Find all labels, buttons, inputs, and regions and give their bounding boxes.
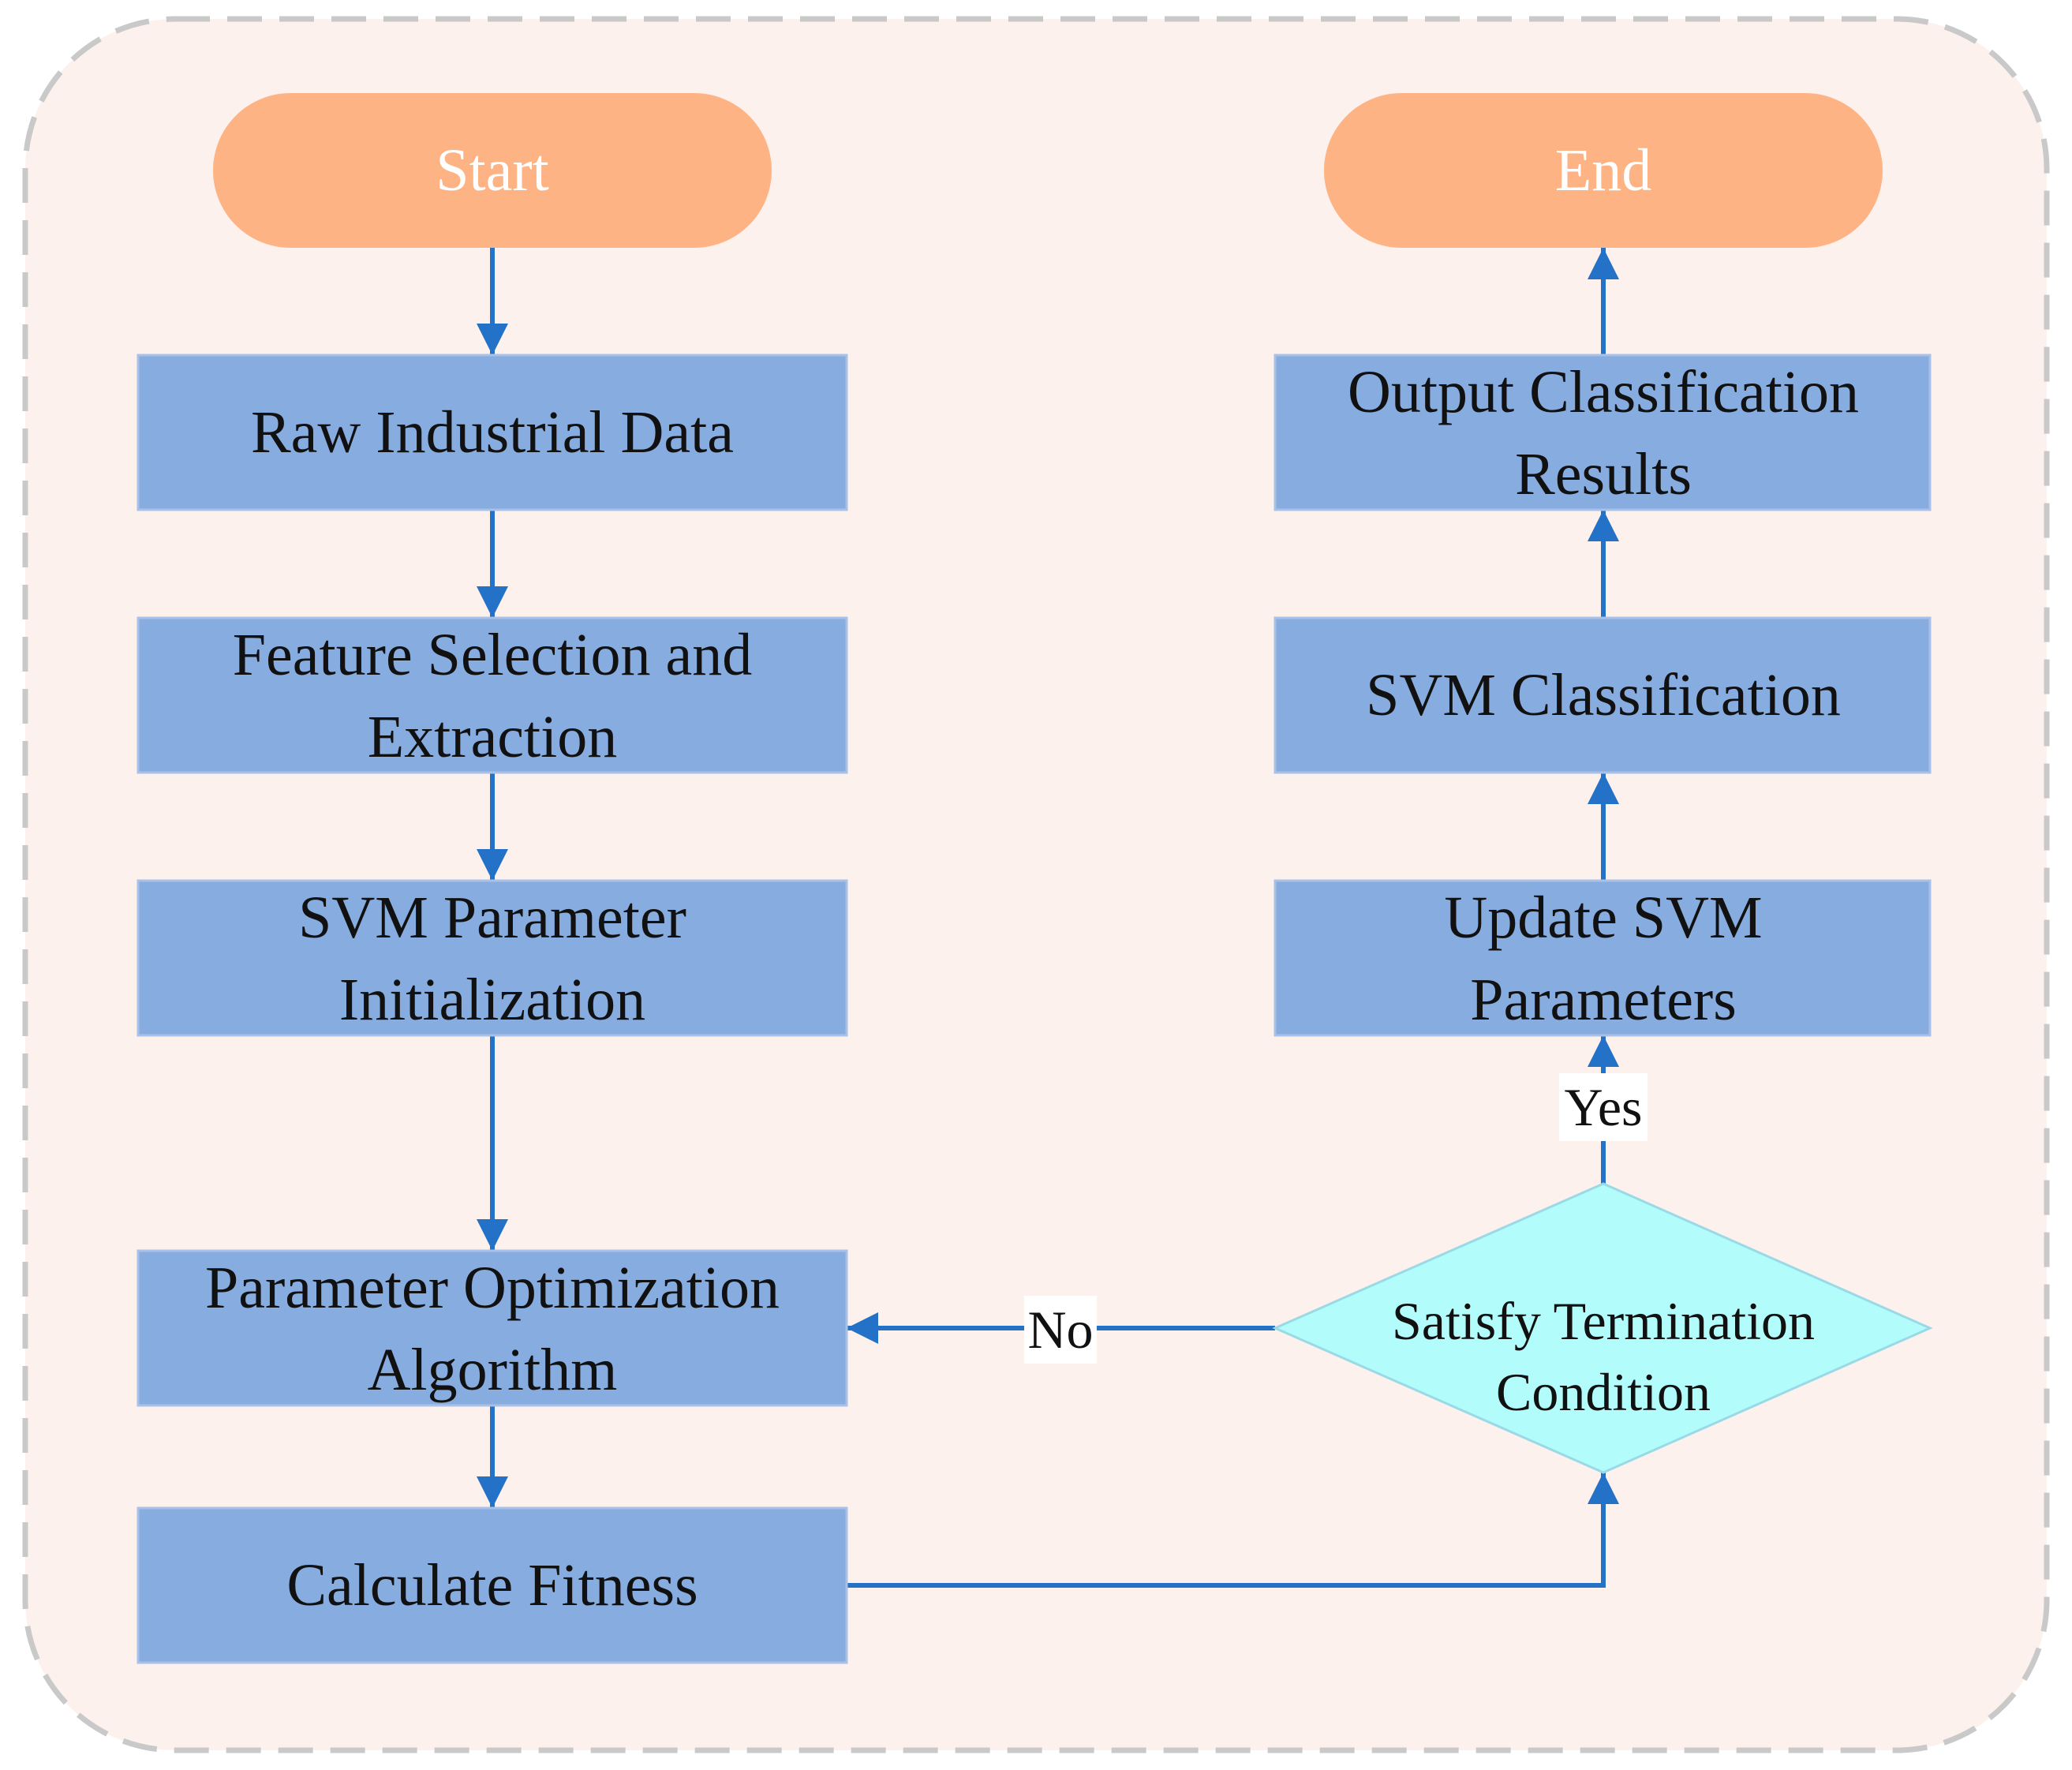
arrow-param-opt-to-fitness-head	[477, 1476, 508, 1508]
output-results-shape	[1273, 354, 1932, 511]
svm-init-node: SVM Parameter Initialization	[137, 879, 848, 1037]
termination-decision-node: Satisfy Termination Condition	[1272, 1182, 1933, 1474]
output-results-node: Output Classification Results	[1273, 354, 1932, 511]
update-svm-label-line-1: Update SVM	[1444, 885, 1762, 951]
raw-data-label: Raw Industrial Data	[251, 399, 734, 466]
arrow-feature-to-svm-init-head	[477, 849, 508, 881]
update-svm-label-line-2: Parameters	[1470, 967, 1737, 1033]
end-node: End	[1324, 93, 1883, 248]
arrow-decision-yes-to-update-head	[1588, 1035, 1619, 1067]
yes-label-text: Yes	[1565, 1077, 1643, 1137]
update-svm-node: Update SVM Parameters	[1273, 879, 1932, 1037]
param-optimization-shape	[137, 1249, 848, 1407]
start-label: Start	[436, 137, 549, 204]
yes-edge-label: Yes	[1559, 1073, 1648, 1141]
svm-classification-label: SVM Classification	[1366, 662, 1841, 728]
termination-decision-label-line-1: Satisfy Termination	[1392, 1291, 1815, 1351]
end-shape	[1324, 93, 1883, 248]
no-edge-label: No	[1024, 1296, 1097, 1364]
svm-init-shape	[137, 879, 848, 1037]
svm-classification-shape	[1273, 616, 1932, 774]
svm-classification-node: SVM Classification	[1273, 616, 1932, 774]
svm-init-label-line-2: Initialization	[339, 967, 645, 1033]
update-svm-shape	[1273, 879, 1932, 1037]
feature-selection-label-line-1: Feature Selection and	[233, 622, 752, 688]
arrow-update-to-svm-classification-head	[1588, 773, 1619, 804]
termination-decision-label-line-2: Condition	[1496, 1362, 1711, 1422]
arrow-raw-data-to-feature-head	[477, 586, 508, 618]
arrow-output-to-end-head	[1588, 248, 1619, 279]
calculate-fitness-shape	[137, 1506, 848, 1664]
arrow-fitness-to-decision	[847, 1473, 1606, 1588]
feature-selection-label-line-2: Extraction	[368, 704, 618, 770]
no-label-background	[1024, 1296, 1097, 1364]
output-results-label-line-1: Output Classification	[1348, 359, 1859, 425]
arrow-svm-classification-to-output-head	[1588, 510, 1619, 541]
arrow-fitness-to-decision-head	[1588, 1473, 1619, 1504]
termination-decision-shape	[1272, 1182, 1933, 1474]
feature-selection-shape	[137, 616, 848, 774]
svm-init-label-line-1: SVM Parameter	[298, 885, 686, 951]
yes-label-background	[1559, 1073, 1648, 1141]
output-results-label-line-2: Results	[1515, 441, 1692, 507]
param-optimization-label-line-2: Algorithm	[368, 1337, 618, 1403]
param-optimization-node: Parameter Optimization Algorithm	[137, 1249, 848, 1407]
arrow-decision-no-to-param-opt-head	[847, 1312, 878, 1344]
raw-data-node: Raw Industrial Data	[137, 354, 848, 511]
param-optimization-label-line-1: Parameter Optimization	[205, 1255, 780, 1321]
no-label-text: No	[1027, 1300, 1093, 1360]
start-shape	[213, 93, 772, 248]
raw-data-shape	[137, 354, 848, 511]
arrow-start-to-raw-data-head	[477, 324, 508, 355]
end-label: End	[1555, 137, 1651, 204]
edges-layer	[477, 248, 1619, 1588]
feature-selection-node: Feature Selection and Extraction	[137, 616, 848, 774]
calculate-fitness-node: Calculate Fitness	[137, 1506, 848, 1664]
calculate-fitness-label: Calculate Fitness	[286, 1552, 698, 1618]
start-node: Start	[213, 93, 772, 248]
arrow-svm-init-to-param-opt-head	[477, 1219, 508, 1251]
